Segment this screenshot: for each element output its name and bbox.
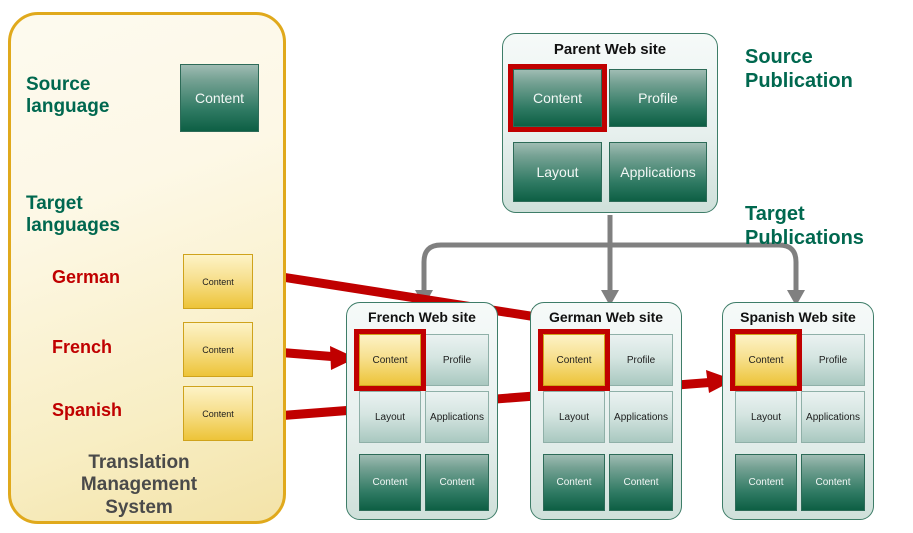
tms-content-label-french: Content <box>202 344 234 355</box>
parent-web-site-title: Parent Web site <box>553 41 667 58</box>
spanish-tile-content-extra-2-label: Content <box>815 477 851 488</box>
german-web-site-title: German Web site <box>548 309 664 325</box>
german-tile-layout-label: Layout <box>558 411 590 423</box>
french-web-site-title: French Web site <box>368 309 476 325</box>
french-tile-content-label: Content <box>372 354 408 366</box>
parent-tile-applications-label: Applications <box>620 164 696 180</box>
german-tile-content-extra-2-label: Content <box>623 477 659 488</box>
spanish-tile-applications[interactable]: Applications <box>801 391 865 443</box>
german-tile-applications-label: Applications <box>614 411 668 423</box>
german-content-highlight <box>538 329 610 391</box>
language-label-spanish: Spanish <box>52 400 123 420</box>
parent-tile-profile[interactable]: Profile <box>609 69 707 127</box>
parent-tile-content[interactable]: Content <box>513 69 602 127</box>
german-tile-applications[interactable]: Applications <box>609 391 673 443</box>
german-tile-content-extra-2[interactable]: Content <box>609 454 673 511</box>
german-tile-content-extra-1[interactable]: Content <box>543 454 605 511</box>
parent-tile-profile-label: Profile <box>638 90 678 106</box>
tms-content-box-german[interactable]: Content <box>183 254 253 309</box>
french-tile-layout[interactable]: Layout <box>359 391 421 443</box>
german-tile-layout[interactable]: Layout <box>543 391 605 443</box>
parent-tile-layout[interactable]: Layout <box>513 142 602 202</box>
target-languages-label: Target languages <box>26 193 120 237</box>
german-tile-profile[interactable]: Profile <box>609 334 673 386</box>
french-tile-content[interactable]: Content <box>359 334 421 386</box>
spanish-tile-applications-label: Applications <box>806 411 860 423</box>
spanish-tile-profile-label: Profile <box>818 354 848 366</box>
french-content-highlight <box>354 329 426 391</box>
french-tile-profile-label: Profile <box>442 354 472 366</box>
language-label-french: French <box>52 337 113 357</box>
german-tile-content-label: Content <box>556 354 592 366</box>
spanish-tile-layout-label: Layout <box>750 411 782 423</box>
source-publication-label: Source Publication <box>745 46 853 92</box>
spanish-content-highlight <box>730 329 802 391</box>
french-tile-applications-label: Applications <box>430 411 484 423</box>
connector-branch-bus <box>421 242 799 296</box>
parent-content-highlight <box>508 64 607 132</box>
spanish-tile-content-label: Content <box>748 354 784 366</box>
tms-content-box-french[interactable]: Content <box>183 322 253 377</box>
french-tile-profile[interactable]: Profile <box>425 334 489 386</box>
spanish-tile-profile[interactable]: Profile <box>801 334 865 386</box>
parent-tile-applications[interactable]: Applications <box>609 142 707 202</box>
spanish-tile-layout[interactable]: Layout <box>735 391 797 443</box>
german-tile-profile-label: Profile <box>626 354 656 366</box>
parent-tile-layout-label: Layout <box>536 164 579 180</box>
translation-management-system-title: Translation Management System <box>80 452 198 518</box>
spanish-tile-content[interactable]: Content <box>735 334 797 386</box>
french-tile-content-extra-1[interactable]: Content <box>359 454 421 511</box>
tms-content-box-spanish[interactable]: Content <box>183 386 253 441</box>
tms-content-label-german: Content <box>202 276 234 287</box>
german-tile-content-extra-1-label: Content <box>556 477 592 488</box>
french-tile-content-extra-1-label: Content <box>372 477 408 488</box>
spanish-tile-content-extra-1[interactable]: Content <box>735 454 797 511</box>
target-publications-label: Target Publications <box>745 203 864 249</box>
spanish-tile-content-extra-1-label: Content <box>748 477 784 488</box>
source-content-box[interactable]: Content <box>180 64 259 132</box>
spanish-web-site-title: Spanish Web site <box>740 309 856 325</box>
french-tile-content-extra-2-label: Content <box>439 477 475 488</box>
french-tile-content-extra-2[interactable]: Content <box>425 454 489 511</box>
language-label-german: German <box>52 267 121 287</box>
spanish-tile-content-extra-2[interactable]: Content <box>801 454 865 511</box>
french-tile-applications[interactable]: Applications <box>425 391 489 443</box>
french-tile-layout-label: Layout <box>374 411 406 423</box>
german-tile-content[interactable]: Content <box>543 334 605 386</box>
tms-content-label-spanish: Content <box>202 408 234 419</box>
parent-tile-content-label: Content <box>532 90 583 106</box>
source-language-label: Source language <box>26 74 110 118</box>
source-content-label: Content <box>194 90 245 106</box>
